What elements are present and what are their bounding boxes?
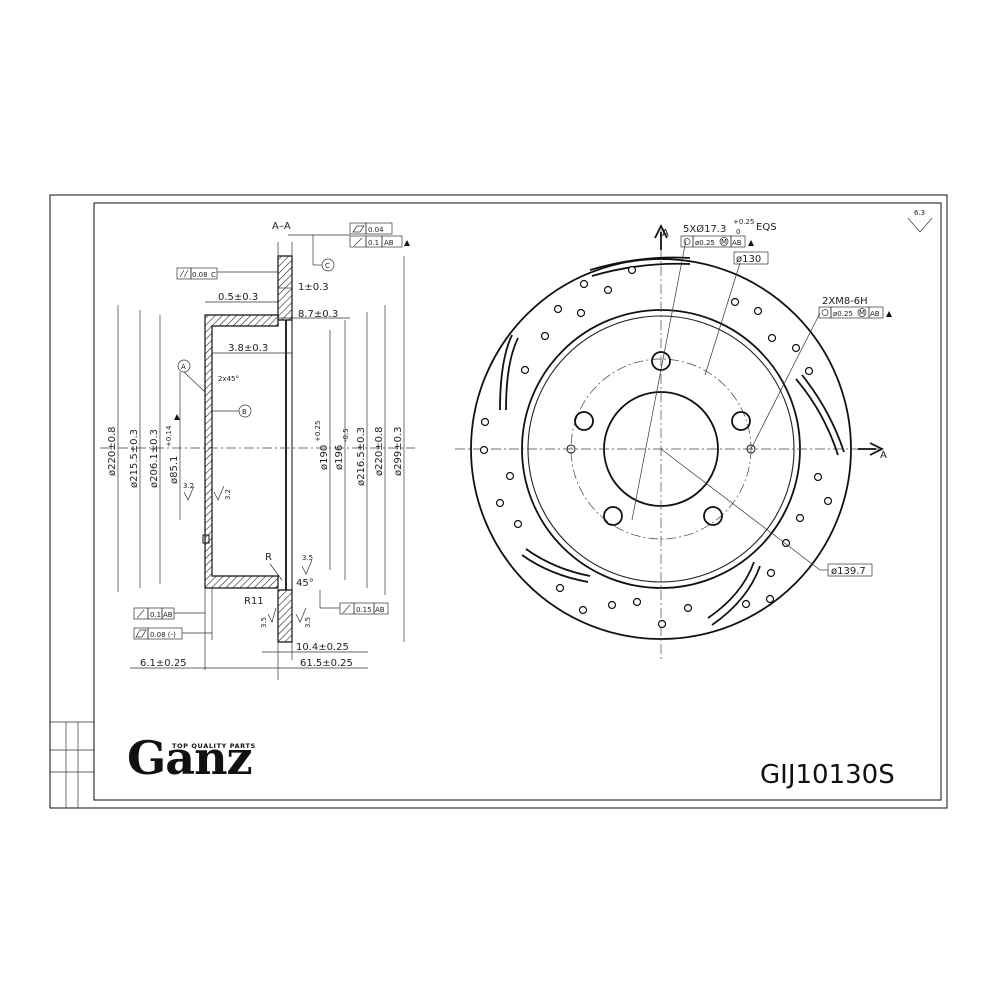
- roughness-3-5-c: 3.5: [304, 617, 312, 628]
- thread-label: 2XM8-6H: [822, 296, 868, 307]
- dim-10-4: 10.4±0.25: [296, 642, 349, 653]
- svg-text:0.08: 0.08: [192, 271, 208, 279]
- datum-c-bubble: C: [325, 262, 330, 270]
- hole-tol-lower: 0: [736, 228, 740, 236]
- drawing-frame: [49, 194, 948, 809]
- hole-pattern-label: 5XØ17.3: [683, 223, 726, 235]
- dim-dia299: ø299±0.3: [393, 427, 404, 477]
- svg-text:C: C: [211, 271, 216, 279]
- svg-text:0.1: 0.1: [368, 239, 379, 247]
- dim-61-5: 61.5±0.25: [300, 658, 353, 669]
- dim-dia85-1-tol: +0.14: [165, 425, 173, 447]
- dim-dia216-5: ø216.5±0.3: [356, 427, 367, 486]
- angle-45: 45°: [296, 578, 314, 589]
- datum-a-bubble: A: [181, 363, 186, 371]
- svg-text:0.1: 0.1: [150, 611, 161, 619]
- gdt-bottom-left-flatness: 0.08 (-): [133, 627, 183, 640]
- dim-dia206-1: ø206.1±0.3: [149, 429, 160, 488]
- dim-dia196-tol: -0.5: [342, 428, 350, 442]
- svg-text:0.08 (-): 0.08 (-): [150, 631, 176, 639]
- brake-slots: [499, 256, 845, 626]
- svg-text:0.15: 0.15: [356, 606, 372, 614]
- dim-8-7: 8.7±0.3: [298, 309, 338, 320]
- gdt-parallel-frame: 0.08 C: [176, 267, 218, 280]
- svg-text:0.04: 0.04: [368, 226, 384, 234]
- section-view: A–A 0.04 0.1 AB C 0.08 C: [100, 221, 415, 680]
- dim-0-5: 0.5±0.3: [218, 292, 258, 303]
- gdt-bottom-left-runout: 0.1 AB: [133, 607, 175, 620]
- hole-tol-upper: +0.25: [733, 218, 754, 226]
- pcd-label: ø130: [736, 254, 761, 265]
- roughness-3-2-b: 3.2: [224, 489, 232, 500]
- part-number: GIJ10130S: [760, 760, 895, 790]
- svg-text:AB: AB: [870, 310, 880, 318]
- datum-b-bubble: B: [242, 408, 247, 416]
- gdt-bottom-right-runout: 0.15 AB: [339, 602, 389, 615]
- front-view: A A 5XØ17.3 +0.25 0 EQS ø0.25 M AB ø130 …: [455, 209, 933, 660]
- section-title: A–A: [272, 221, 291, 232]
- section-mark-top: A: [662, 228, 669, 239]
- gdt-flatness-frame: 0.04: [349, 222, 393, 235]
- dim-dia190: ø190: [319, 445, 330, 470]
- drilled-holes: [479, 265, 833, 629]
- section-mark-right: A: [880, 450, 887, 461]
- dim-dia220-b: ø220±0.8: [374, 427, 385, 477]
- radius-label: R: [265, 552, 272, 563]
- hole-eqs: EQS: [756, 222, 777, 233]
- dim-dia85-1: ø85.1: [169, 456, 180, 484]
- dim-dia196: ø196: [334, 445, 345, 470]
- roughness-3-5-b: 3.5: [260, 617, 268, 628]
- dim-dia215-5: ø215.5±0.3: [129, 429, 140, 488]
- brand-logo: Ganz: [127, 731, 253, 785]
- gdt-runout-frame: 0.1 AB: [349, 235, 410, 248]
- thread-position-frame: ø0.25 M AB: [818, 306, 892, 319]
- dim-dia190-tol: +0.25: [314, 421, 322, 442]
- svg-text:AB: AB: [375, 606, 385, 614]
- dim-1: 1±0.3: [298, 282, 329, 293]
- dim-dia220-a: ø220±0.8: [107, 427, 118, 477]
- svg-text:AB: AB: [732, 239, 742, 247]
- roughness-3-5-a: 3.5: [302, 554, 313, 562]
- dim-3-8: 3.8±0.3: [228, 343, 268, 354]
- roughness-corner: 6.3: [914, 209, 925, 217]
- svg-text:ø0.25: ø0.25: [695, 239, 715, 247]
- svg-text:ø0.25: ø0.25: [833, 310, 853, 318]
- dim-6-1: 6.1±0.25: [140, 658, 187, 669]
- chamfer-note: 2x45°: [218, 375, 239, 383]
- svg-text:AB: AB: [163, 611, 173, 619]
- svg-text:M: M: [721, 238, 727, 246]
- radius-r11: R11: [244, 596, 264, 607]
- hole-position-frame: ø0.25 M AB: [680, 235, 754, 248]
- disc-section-profile: [202, 255, 293, 643]
- roughness-3-2-a: 3.2: [183, 482, 194, 490]
- svg-text:AB: AB: [384, 239, 394, 247]
- brand-tagline: TOP QUALITY PARTS: [172, 742, 256, 750]
- hub-diameter-label: ø139.7: [831, 566, 866, 577]
- svg-text:M: M: [859, 309, 865, 317]
